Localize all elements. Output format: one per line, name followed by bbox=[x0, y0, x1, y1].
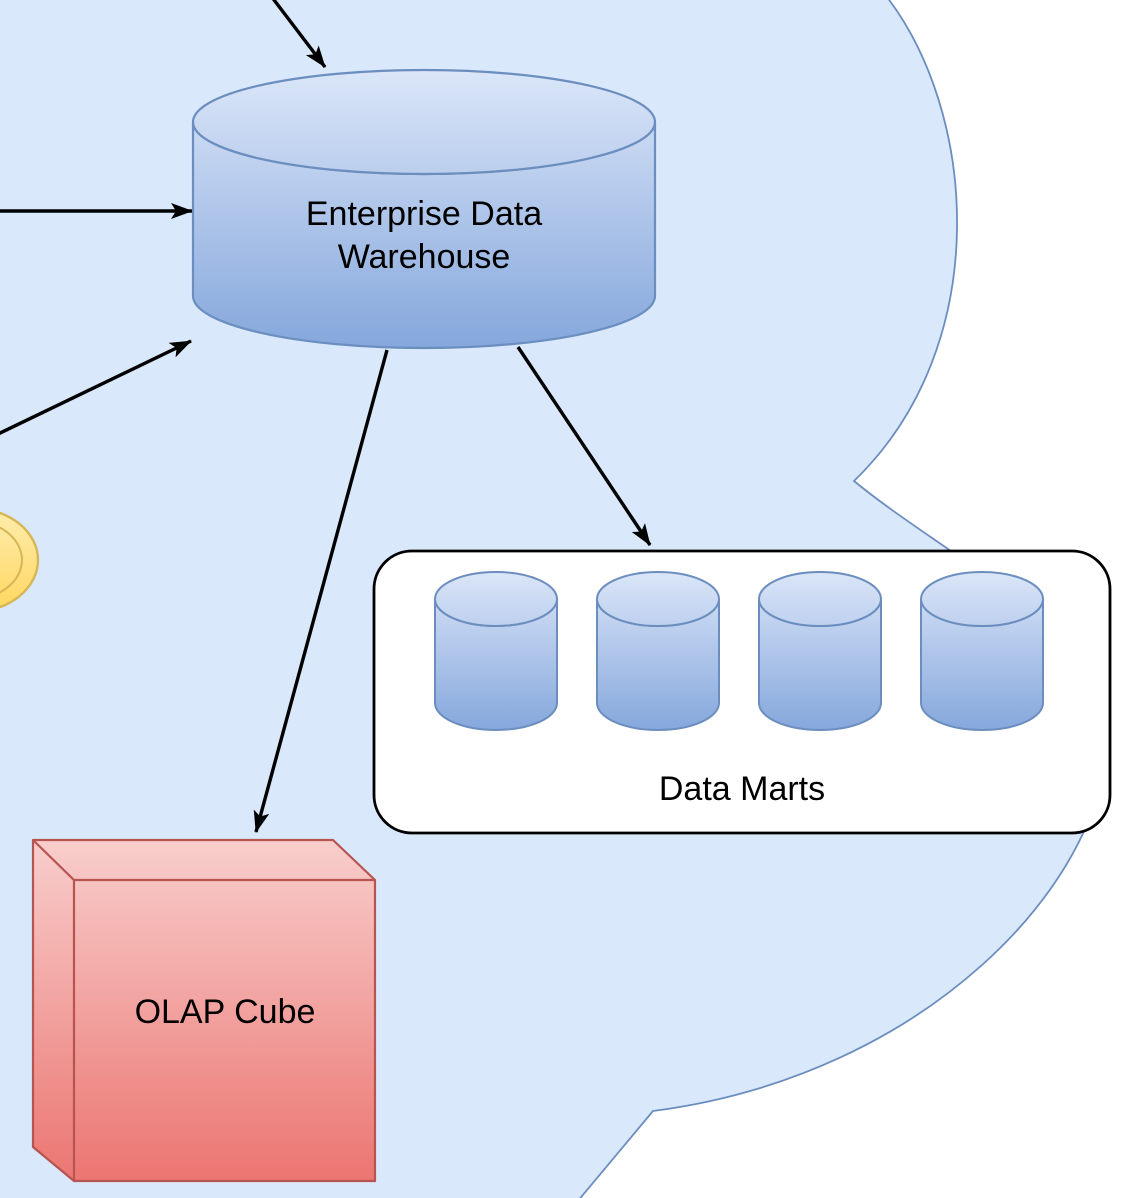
olap-cube-inner-edges bbox=[32, 839, 375, 1181]
enterprise-data-warehouse-node[interactable]: Enterprise Data Warehouse bbox=[191, 68, 657, 350]
warehouse-label-line1: Enterprise Data bbox=[306, 195, 542, 233]
data-mart-cylinder[interactable] bbox=[758, 571, 882, 731]
data-mart-cylinder[interactable] bbox=[920, 571, 1044, 731]
partial-yellow-store[interactable] bbox=[0, 508, 40, 612]
arrow-into-warehouse-lower-left[interactable] bbox=[0, 339, 192, 435]
data-mart-cylinder-top bbox=[758, 571, 882, 627]
yellow-store-end-cap-inner bbox=[0, 526, 23, 594]
data-marts-label: Data Marts bbox=[659, 770, 825, 808]
yellow-store-end-cap-outer[interactable] bbox=[0, 508, 40, 612]
warehouse-cylinder-top bbox=[191, 68, 657, 176]
olap-cube-node[interactable]: OLAP Cube bbox=[31, 838, 377, 1183]
arrow-warehouse-to-olap-cube[interactable] bbox=[253, 349, 389, 833]
data-mart-cylinder-top bbox=[596, 571, 720, 627]
data-mart-cylinder[interactable] bbox=[434, 571, 558, 731]
warehouse-label-line2: Warehouse bbox=[338, 238, 511, 276]
arrow-warehouse-to-data-marts[interactable] bbox=[516, 346, 652, 546]
data-mart-cylinder[interactable] bbox=[596, 571, 720, 731]
data-mart-cylinder-top bbox=[434, 571, 558, 627]
olap-cube-outline[interactable] bbox=[31, 838, 377, 1183]
olap-cube-label: OLAP Cube bbox=[135, 993, 316, 1031]
data-marts-node[interactable]: Data Marts bbox=[372, 549, 1112, 835]
arrow-into-warehouse-top[interactable] bbox=[268, 0, 327, 69]
data-mart-cylinder-top bbox=[920, 571, 1044, 627]
